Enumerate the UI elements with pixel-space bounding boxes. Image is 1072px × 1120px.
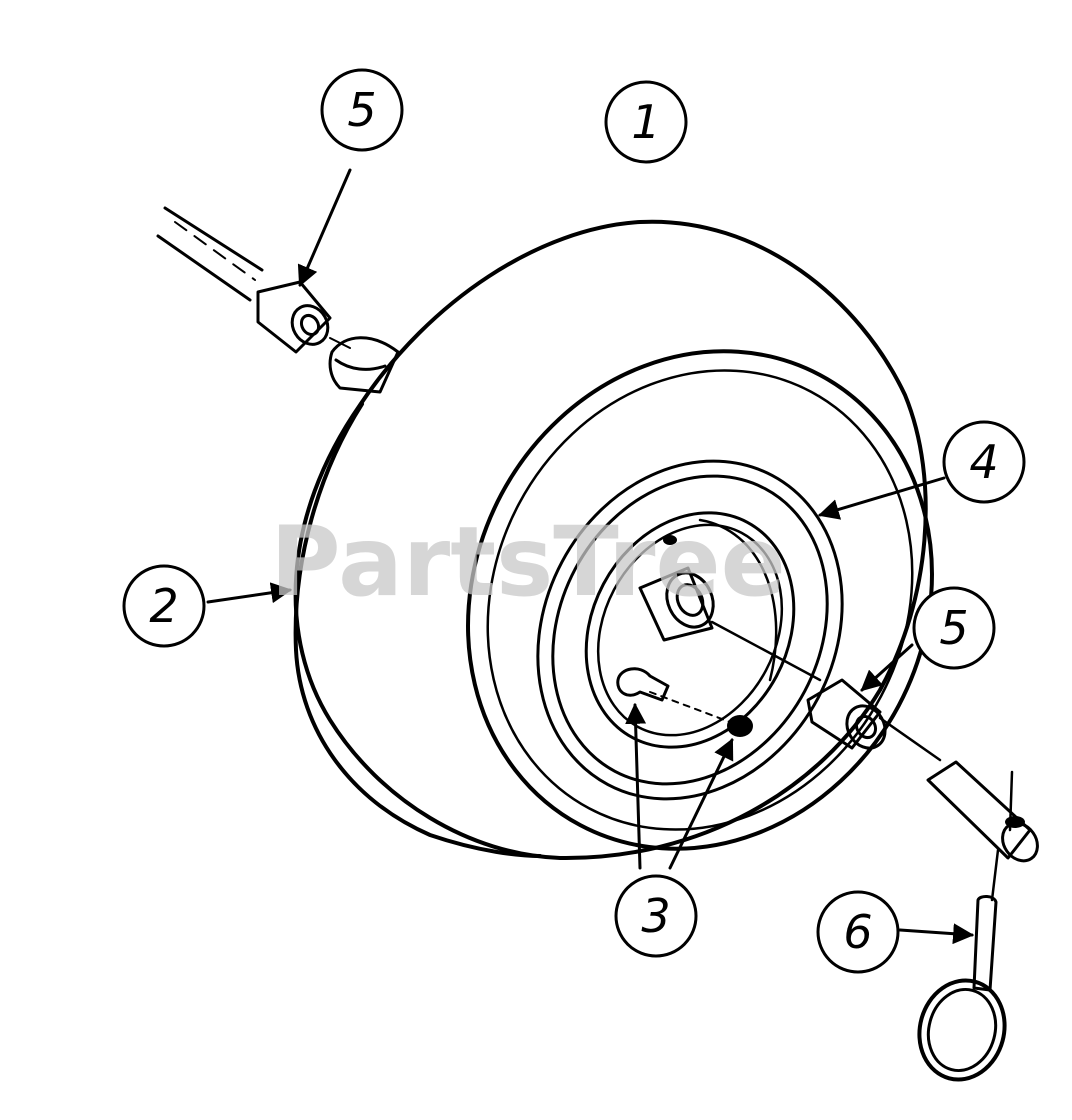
left-spacer-bushing [256, 280, 351, 354]
callout-label: 6 [843, 905, 872, 959]
callout-label: 5 [347, 83, 376, 137]
callout-2: 2 [122, 564, 206, 648]
leader-5-right [860, 643, 914, 692]
leader-3a [625, 702, 647, 870]
leader-3b [668, 738, 734, 870]
callout-label: 5 [939, 601, 968, 655]
callout-4: 4 [942, 420, 1026, 504]
wheel-rim [536, 459, 844, 801]
right-axle-shaft [710, 620, 942, 762]
watermark-text: PartsTree [270, 506, 785, 618]
right-spacer-bushing [806, 678, 887, 750]
hub-center [638, 535, 715, 642]
leader-5-top [297, 168, 352, 287]
callout-label: 1 [631, 95, 660, 149]
left-hub-stub [328, 336, 400, 394]
callout-label: 4 [969, 435, 998, 489]
leader-4 [817, 476, 946, 520]
leader-2 [206, 582, 293, 604]
valve-stems [616, 667, 753, 737]
callout-label: 3 [641, 889, 670, 943]
callout-6: 6 [816, 890, 900, 974]
left-axle-shaft [156, 206, 264, 302]
leader-lines [206, 168, 975, 945]
leader-6 [898, 923, 975, 945]
callout-label: 2 [149, 579, 178, 633]
hitch-pin [917, 848, 1007, 1082]
axle-end [926, 760, 1039, 863]
callout-1: 1 [604, 80, 688, 164]
callout-5-top: 5 [320, 68, 404, 152]
callout-3: 3 [614, 874, 698, 958]
callout-5-right: 5 [912, 586, 996, 670]
